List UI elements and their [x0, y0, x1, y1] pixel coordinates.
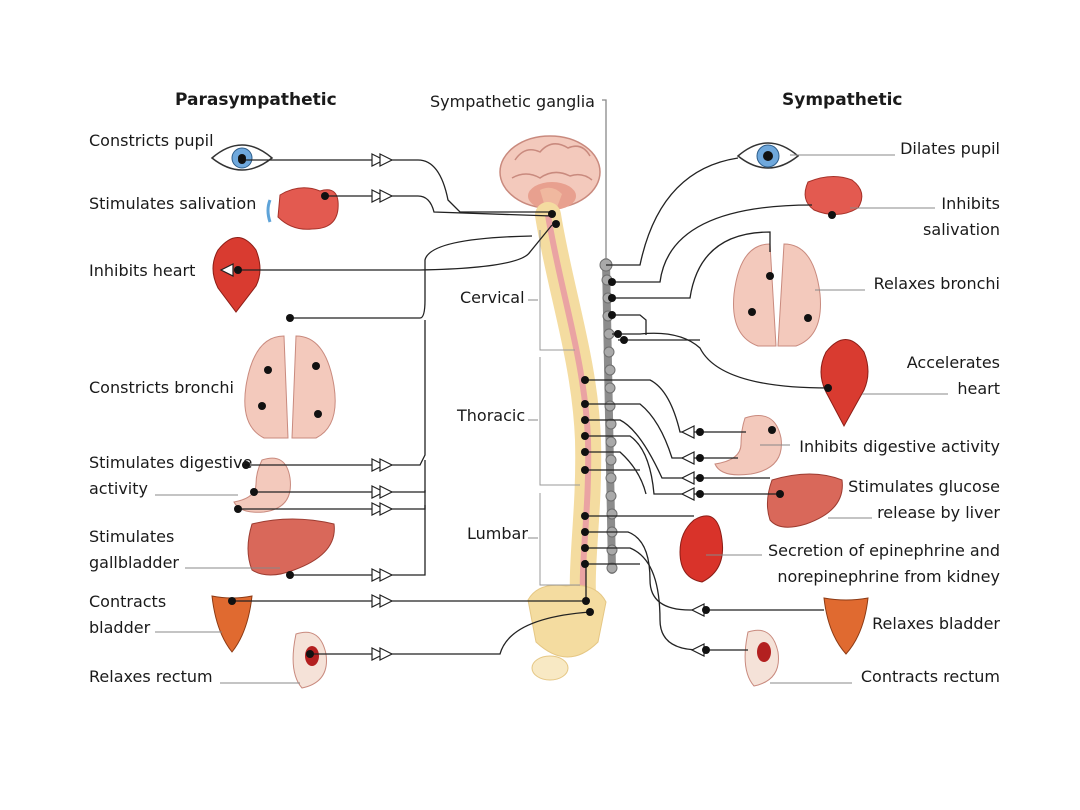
contracts-bladder-label-line2: bladder [89, 618, 151, 637]
inhibits-digestive-label: Inhibits digestive activity [799, 437, 1000, 456]
lungs-icon [244, 335, 336, 439]
rectum-icon [744, 629, 779, 687]
lungs-icon [733, 243, 821, 347]
stimulates-glucose-label-line2: release by liver [877, 503, 1000, 522]
heart-icon [820, 339, 869, 428]
salivary-gland-icon [804, 176, 863, 215]
lumbar-label: Lumbar [467, 524, 528, 543]
rectum-icon [292, 631, 327, 689]
stomach-icon [233, 457, 291, 513]
contracts-rectum-label: Contracts rectum [860, 667, 1000, 686]
contracts-bladder-label-line1: Contracts [89, 592, 167, 611]
relaxes-rectum-label: Relaxes rectum [89, 667, 213, 686]
thoracic-label: Thoracic [457, 406, 526, 425]
stimulates-glucose-label-line1: Stimulates glucose [848, 477, 1000, 496]
brain-icon [499, 135, 601, 210]
kidney-icon [679, 515, 724, 583]
epinephrine-secretion-label-line1: Secretion of epinephrine and [767, 541, 1000, 560]
accent-bar-black [1064, 162, 1080, 810]
sympathetic-heading: Sympathetic [782, 90, 903, 110]
stimulates-digestive-label-line1: Stimulates digestive [89, 453, 253, 472]
sympathetic-ganglia-label: Sympathetic ganglia [430, 92, 595, 111]
inhibits-heart-label: Inhibits heart [89, 261, 196, 280]
epinephrine-secretion-label-line2: norepinephrine from kidney [777, 567, 1000, 586]
nerve-endpoints [228, 156, 836, 658]
heart-icon [212, 237, 261, 313]
spinal-cord-icon [527, 202, 618, 681]
inhibits-salivation-label-line1: Inhibits [941, 194, 1000, 213]
accelerates-heart-label-line2: heart [957, 379, 1000, 398]
label-leaders [155, 154, 948, 684]
stimulates-gallbladder-label-line1: Stimulates [89, 527, 175, 546]
nerve-pathways [232, 99, 829, 655]
constricts-pupil-label: Constricts pupil [89, 131, 214, 150]
relaxes-bladder-label: Relaxes bladder [872, 614, 1000, 633]
accent-bar-red [1064, 0, 1080, 162]
bladder-icon [823, 597, 869, 655]
cervical-label: Cervical [460, 288, 525, 307]
stimulates-gallbladder-label-line2: gallbladder [89, 553, 179, 572]
liver-icon [766, 473, 843, 528]
dilates-pupil-label: Dilates pupil [900, 139, 1000, 158]
liver-icon [247, 518, 335, 576]
stimulates-digestive-label-line2: activity [89, 479, 148, 498]
inhibits-salivation-label-line2: salivation [923, 220, 1000, 239]
constricts-bronchi-label: Constricts bronchi [89, 378, 234, 397]
eye-icon [736, 142, 800, 169]
parasympathetic-heading: Parasympathetic [175, 90, 337, 110]
accelerates-heart-label-line1: Accelerates [906, 353, 1000, 372]
relaxes-bronchi-label: Relaxes bronchi [873, 274, 1000, 293]
stomach-icon [714, 415, 782, 476]
arrowheads [219, 153, 705, 661]
stimulates-salivation-label: Stimulates salivation [89, 194, 257, 213]
